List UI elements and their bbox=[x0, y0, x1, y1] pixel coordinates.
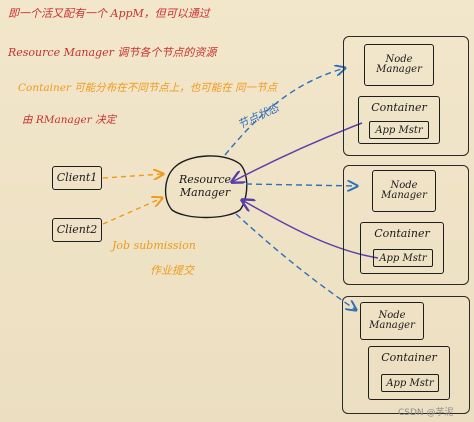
job-submission-label: Job submission bbox=[112, 239, 196, 252]
resource-manager-line1: Resource bbox=[178, 173, 232, 187]
node-1-frame bbox=[343, 36, 469, 156]
job-submission-cn-label: 作业提交 bbox=[150, 264, 194, 277]
app-master-3: App Mstr bbox=[381, 374, 439, 392]
node-manager-2-line1: Node bbox=[390, 179, 418, 191]
app-master-1-label: App Mstr bbox=[375, 124, 423, 136]
app-master-2-label: App Mstr bbox=[379, 252, 427, 264]
node-manager-3-line1: Node bbox=[378, 309, 406, 321]
note-line-2: Resource Manager 调节各个节点的资源 bbox=[8, 46, 217, 59]
arrow-am2-to-rm bbox=[242, 200, 379, 259]
arrow-rm-to-nm2 bbox=[245, 184, 357, 186]
arrow-rm-to-nm3 bbox=[235, 213, 356, 310]
node-manager-1-line1: Node bbox=[385, 53, 413, 65]
app-master-2: App Mstr bbox=[373, 249, 433, 267]
arrow-client2-to-rm bbox=[102, 198, 162, 225]
container-2: Container App Mstr bbox=[360, 222, 444, 274]
note-line-1: 即一个活又配有一个 AppM，但可以通过 bbox=[8, 7, 210, 20]
app-master-3-label: App Mstr bbox=[386, 377, 434, 389]
note-line-4: 由 RManager 决定 bbox=[22, 114, 117, 126]
node-manager-1-line2: Manager bbox=[376, 64, 422, 75]
note-line-3: Container 可能分布在不同节点上，也可能在 同一节点 bbox=[18, 82, 278, 94]
client-2: Client2 bbox=[52, 218, 102, 242]
container-3: Container App Mstr bbox=[368, 346, 450, 400]
node-manager-3-line2: Manager bbox=[369, 320, 415, 331]
node-2-frame bbox=[343, 165, 469, 285]
resource-manager-line2: Manager bbox=[179, 186, 231, 199]
container-2-label: Container bbox=[374, 227, 430, 240]
client-1: Client1 bbox=[52, 166, 102, 190]
client-2-label: Client2 bbox=[56, 223, 98, 237]
node-manager-2-line2: Manager bbox=[381, 190, 427, 201]
arrow-am1-to-rm bbox=[232, 122, 363, 182]
container-3-label: Container bbox=[381, 351, 437, 364]
resource-manager: Resource Manager bbox=[168, 159, 242, 215]
container-1-label: Container bbox=[371, 101, 427, 114]
node-3-frame bbox=[342, 296, 470, 414]
watermark: CSDN @芋泥 bbox=[398, 408, 454, 418]
arrow-client1-to-rm bbox=[102, 174, 163, 178]
app-master-1: App Mstr bbox=[369, 121, 429, 139]
container-1: Container App Mstr bbox=[358, 96, 440, 144]
arrow-rm-to-nm1 bbox=[224, 68, 345, 156]
client-1-label: Client1 bbox=[56, 171, 98, 185]
